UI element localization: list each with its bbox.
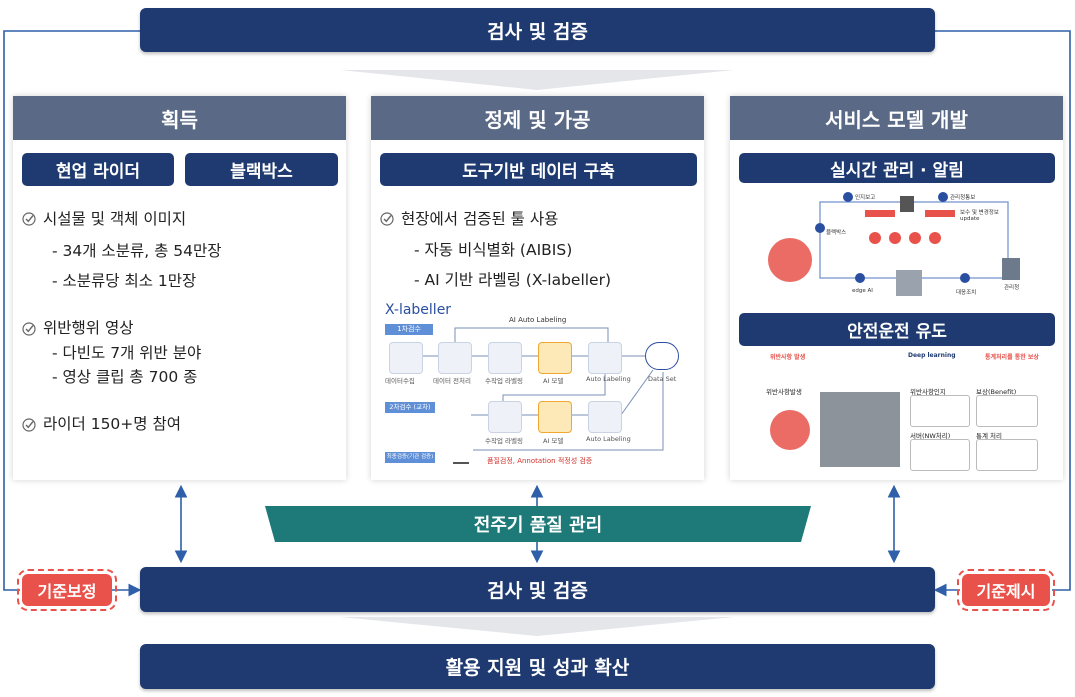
panel-title: 서비스 모델 개발 xyxy=(730,96,1063,140)
lifecycle-label: 전주기 품질 관리 xyxy=(265,506,811,542)
people-icon xyxy=(453,450,469,464)
panel-title: 정제 및 가공 xyxy=(371,96,704,140)
item-text: 시설물 및 객체 이미지 xyxy=(43,207,186,229)
node-label: AI 모델 xyxy=(543,435,563,445)
pill-blackbox: 블랙박스 xyxy=(185,153,338,186)
safe-step: 위반사항발생 xyxy=(766,386,802,396)
node-icon xyxy=(438,342,472,374)
node-label: Auto Labeling xyxy=(586,435,631,443)
rider-icon xyxy=(770,410,810,450)
safe-header: Deep learning xyxy=(908,352,956,359)
node-label: 수작업 라벨링 xyxy=(485,435,523,445)
node-icon xyxy=(588,401,622,433)
node-label: 데이터 전처리 xyxy=(433,375,471,385)
check-circle-icon xyxy=(380,212,394,226)
rt-label: 대응조치 xyxy=(956,288,976,296)
item-text: 라이더 150+명 참여 xyxy=(43,412,181,434)
step-box xyxy=(976,439,1038,471)
pill-safe-driving: 안전운전 유도 xyxy=(739,313,1055,346)
rt-label: 보수 및 변경정보 update xyxy=(960,208,1008,222)
check-circle-icon xyxy=(22,418,36,432)
bottom-inspection-bar: 검사 및 검증 xyxy=(140,567,935,612)
item-text: - 영상 클립 총 700 종 xyxy=(52,365,197,387)
chevron-down-icon xyxy=(340,70,734,90)
chevron-down-icon xyxy=(340,617,734,636)
flow-lines xyxy=(383,300,695,475)
rt-label: 관리청통보 xyxy=(950,193,975,201)
node-icon xyxy=(588,342,622,374)
standard-correction-tag: 기준보정 xyxy=(22,574,112,606)
realtime-diagram: 블랙박스 인지보고 관리청통보 보수 및 변경정보 update edge AI… xyxy=(740,188,1054,308)
stage-3-tag: 최종검증(기관 검증) xyxy=(385,452,435,463)
item-text: - 34개 소분류, 총 54만장 xyxy=(52,239,222,261)
step-box xyxy=(910,395,970,427)
check-circle-icon xyxy=(22,212,36,226)
node-label: 데이터수집 xyxy=(385,375,415,385)
standard-proposal-tag: 기준제시 xyxy=(962,574,1050,606)
panel-title: 획득 xyxy=(13,96,346,140)
item-text: - 자동 비식별화 (AIBIS) xyxy=(414,238,572,260)
item-text: - 다빈도 7개 위반 분야 xyxy=(52,341,201,363)
rider-icon xyxy=(768,238,812,282)
rt-label: 인지보고 xyxy=(855,193,875,201)
rt-label: 관리청 xyxy=(1004,283,1019,291)
item-text: - 소분류당 최소 1만장 xyxy=(52,269,196,291)
ai-model-icon xyxy=(538,342,572,374)
pill-tool-build: 도구기반 데이터 구축 xyxy=(380,153,697,186)
final-bar: 활용 지원 및 성과 확산 xyxy=(140,644,935,689)
rt-label: 블랙박스 xyxy=(826,228,846,236)
item-text: 현장에서 검증된 툴 사용 xyxy=(401,207,558,229)
quality-note: 품질검정, Annotation 적정성 검증 xyxy=(487,456,592,466)
node-icon xyxy=(488,401,522,433)
node-label: Data Set xyxy=(648,375,676,383)
node-label: 수작업 라벨링 xyxy=(485,375,523,385)
top-inspection-bar: 검사 및 검증 xyxy=(140,8,935,52)
item-text: 위반행위 영상 xyxy=(43,316,134,338)
node-icon xyxy=(488,342,522,374)
pill-realtime: 실시간 관리 · 알림 xyxy=(739,153,1055,183)
rt-label: edge AI xyxy=(852,288,873,294)
safe-header: 위반사항 발생 xyxy=(770,352,805,361)
ai-model-icon xyxy=(538,401,572,433)
step-box xyxy=(976,395,1038,427)
node-label: AI 모델 xyxy=(543,375,563,385)
xlabeller-diagram: X-labeller 1차검수 AI Auto Labeling 데이터수집 데… xyxy=(383,300,695,475)
node-label: Auto Labeling xyxy=(586,375,631,383)
safe-driving-diagram: 위반사항 발생 Deep learning 통계처리를 통한 보상 위반사항발생… xyxy=(760,350,1052,475)
item-text: - AI 기반 라벨링 (X-labeller) xyxy=(414,268,611,290)
step-box xyxy=(910,439,970,471)
node-icon xyxy=(389,342,423,374)
cloud-icon xyxy=(645,342,679,370)
pill-rider: 현업 라이더 xyxy=(22,153,174,186)
stage-2-tag: 2차검수 (교차) xyxy=(385,402,435,413)
safe-header: 통계처리를 통한 보상 xyxy=(985,352,1039,361)
road-image xyxy=(820,392,900,467)
check-circle-icon xyxy=(22,322,36,336)
